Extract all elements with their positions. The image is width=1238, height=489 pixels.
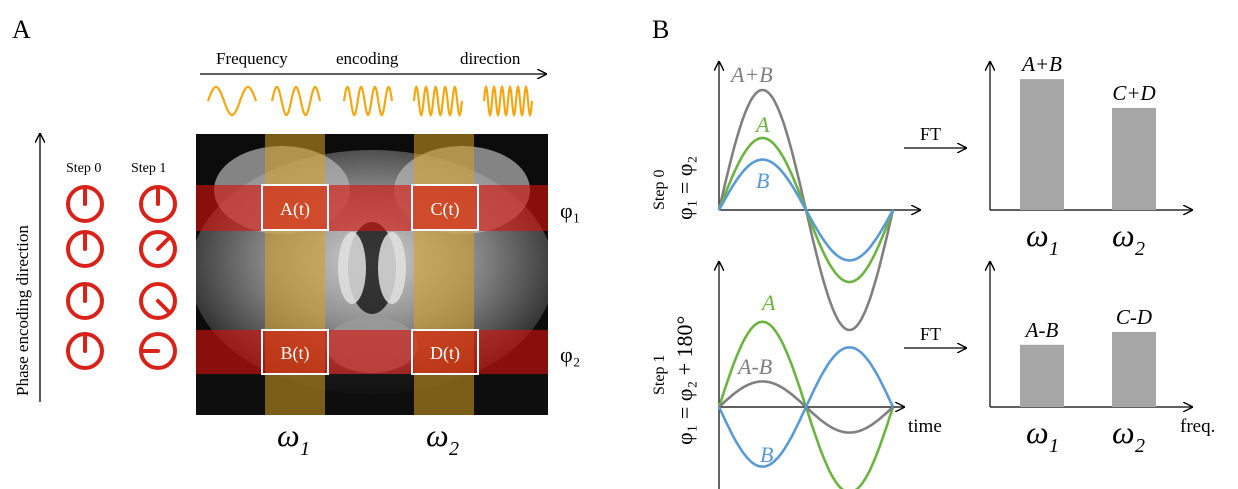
signal-curve-b xyxy=(717,346,895,468)
omega2-sub-a: 2 xyxy=(449,438,459,460)
freq-label: freq. xyxy=(1180,416,1215,437)
top-label-a: A xyxy=(754,112,770,137)
bottom-ylabel: Step 1 φ₁ = φ₂ + 180° xyxy=(651,316,697,445)
step0-phase-dial-4 xyxy=(66,332,104,370)
phase-axis-title: Phase encoding direction xyxy=(13,225,32,396)
voxel-d-label: D(t) xyxy=(430,343,460,364)
spectrum-bar-1 xyxy=(1020,79,1064,210)
freq-axis-word-2: encoding xyxy=(336,49,399,68)
freq-axis-word-1: Frequency xyxy=(216,49,288,68)
step1-phase-dial-1 xyxy=(139,185,177,223)
voxel-c: C(t) xyxy=(411,184,479,231)
spectrum-bar-label-2: C-D xyxy=(1116,305,1152,329)
frequency-axis-title: Frequency encoding direction xyxy=(216,49,521,68)
frequency-waves xyxy=(206,84,534,118)
step1-phase-dial-3 xyxy=(139,282,177,320)
spectrum-bar-1 xyxy=(1020,344,1064,407)
top-label-sum: A+B xyxy=(729,62,773,87)
bottom-signal-curves xyxy=(717,320,895,489)
frequency-wave-4 xyxy=(412,85,464,117)
frequency-wave-3 xyxy=(342,85,394,117)
step0-phase-dial-2 xyxy=(66,230,104,268)
voxel-a-label: A(t) xyxy=(280,199,310,220)
spectrum-bar-label-1: A-B xyxy=(1024,318,1059,342)
frequency-wave-2 xyxy=(270,85,322,117)
voxel-d: D(t) xyxy=(411,329,479,375)
omega2-sub-top: 2 xyxy=(1135,238,1145,260)
omega1-label-bottom: ω 1 xyxy=(1026,414,1059,457)
omega1-label-top: ω 1 xyxy=(1026,217,1059,260)
ft-arrow-bottom: FT xyxy=(904,324,966,348)
top-signal-curves xyxy=(717,88,895,332)
top-ylabel: Step 0 φ₁ = φ₂ xyxy=(651,156,697,220)
step1-phase-dial-4 xyxy=(139,332,177,370)
ft-arrow-top: FT xyxy=(904,124,966,148)
time-label: time xyxy=(908,416,942,437)
top-signal-axes xyxy=(719,62,920,210)
omega2-symbol-top: ω xyxy=(1112,217,1135,253)
step0-label: Step 0 xyxy=(66,161,101,176)
spectrum-bar-2 xyxy=(1112,107,1156,210)
voxel-b: B(t) xyxy=(261,329,329,375)
step1-phase-dial-2 xyxy=(139,230,177,268)
omega1-label-a: ω 1 xyxy=(277,417,310,460)
ft-label-top: FT xyxy=(920,124,941,144)
omega1-symbol-bottom: ω xyxy=(1026,414,1049,450)
step0-phase-dial-1 xyxy=(66,185,104,223)
phi1-label: φ₁ xyxy=(560,198,580,223)
phi1-phase-band xyxy=(196,185,548,231)
top-label-b: B xyxy=(756,168,769,193)
voxel-c-label: C(t) xyxy=(431,199,460,220)
bot-label-b: B xyxy=(760,442,773,467)
omega2-label-top: ω 2 xyxy=(1112,217,1145,260)
spectrum-bar-label-2: C+D xyxy=(1112,81,1155,105)
phase-dials xyxy=(66,185,177,370)
bot-label-a: A xyxy=(760,290,776,315)
bot-label-diff: A-B xyxy=(736,354,772,379)
omega2-label-bottom: ω 2 xyxy=(1112,414,1145,457)
omega2-symbol-a: ω xyxy=(426,417,449,453)
signal-curve-b xyxy=(717,158,895,262)
voxel-a: A(t) xyxy=(261,184,329,231)
bottom-spectrum-bars: A-B C-D xyxy=(1020,305,1156,407)
phi2-label: φ₂ xyxy=(560,342,580,367)
omega1-sub-a: 1 xyxy=(300,438,310,460)
bottom-signal-axes xyxy=(719,262,904,489)
omega1-sub-top: 1 xyxy=(1049,238,1059,260)
omega1-symbol-top: ω xyxy=(1026,217,1049,253)
step1-label: Step 1 xyxy=(131,161,166,176)
spectrum-bar-label-1: A+B xyxy=(1020,52,1062,76)
omega1-sub-bottom: 1 xyxy=(1049,435,1059,457)
top-ylabel-step: Step 0 xyxy=(651,170,668,210)
omega2-label-a: ω 2 xyxy=(426,417,459,460)
panel-b-label: B xyxy=(652,15,669,44)
panel-a-label: A xyxy=(12,15,31,44)
top-spectrum-bars: A+B C+D xyxy=(1020,52,1156,210)
frequency-wave-5 xyxy=(482,84,534,118)
omega1-symbol-a: ω xyxy=(277,417,300,453)
phi2-phase-band xyxy=(196,330,548,374)
freq-axis-word-3: direction xyxy=(460,49,521,68)
omega2-sub-bottom: 2 xyxy=(1135,435,1145,457)
step0-phase-dial-3 xyxy=(66,282,104,320)
voxel-b-label: B(t) xyxy=(281,343,310,364)
bottom-ylabel-eq: φ₁ = φ₂ + 180° xyxy=(672,316,697,445)
top-ylabel-eq: φ₁ = φ₂ xyxy=(672,156,697,220)
ft-label-bottom: FT xyxy=(920,324,941,344)
omega2-symbol-bottom: ω xyxy=(1112,414,1135,450)
spectrum-bar-2 xyxy=(1112,331,1156,407)
bottom-ylabel-step: Step 1 xyxy=(651,355,668,395)
frequency-wave-1 xyxy=(206,85,258,117)
